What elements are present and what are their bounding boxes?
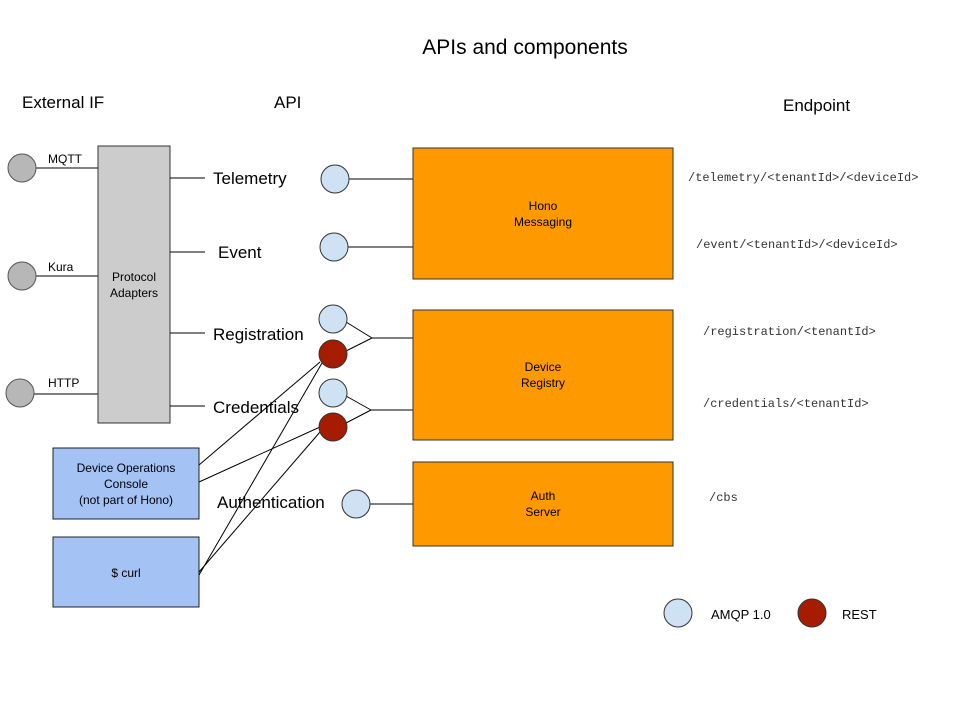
api-registration-label: Registration [213,325,304,344]
connector-line [345,321,373,339]
endpoint-cbs: /cbs [709,491,738,505]
device-registry-label-2: Registry [521,376,565,390]
endpoint-registration: /registration/<tenantId> [703,325,876,339]
header-endpoint: Endpoint [783,96,850,115]
event-amqp-circle-icon [319,232,349,262]
hono-messaging-box: Hono Messaging [412,147,674,280]
mqtt-label: MQTT [48,152,83,166]
legend-amqp-label: AMQP 1.0 [711,607,771,622]
telemetry-amqp-circle-icon [320,164,350,194]
hono-messaging-label-2: Messaging [514,215,572,229]
external-if-http: HTTP [5,376,98,408]
curl-box: $ curl [52,536,200,608]
credentials-rest-circle-icon [318,412,348,442]
device-registry-label-1: Device [525,360,562,374]
registration-amqp-circle-icon [318,304,348,334]
legend-rest-icon [797,598,827,628]
protocol-adapters-label-1: Protocol [112,270,156,284]
legend-amqp-icon [663,598,693,628]
external-if-mqtt: MQTT [7,152,98,183]
console-label-3: (not part of Hono) [79,493,173,507]
http-label: HTTP [48,376,79,390]
legend: AMQP 1.0 REST [663,598,877,628]
http-circle-icon [5,378,35,408]
header-api: API [274,93,301,112]
connector-line [198,426,321,483]
curl-label: $ curl [111,566,140,580]
auth-server-label-1: Auth [531,489,556,503]
kura-label: Kura [48,260,74,274]
auth-server-box: Auth Server [412,461,674,547]
hono-messaging-label-1: Hono [529,199,558,213]
protocol-adapters-box: Protocol Adapters [97,145,171,424]
endpoint-credentials: /credentials/<tenantId> [703,397,869,411]
external-if-kura: Kura [7,260,98,291]
api-credentials-label: Credentials [213,398,299,417]
registration-rest-circle-icon [318,339,348,369]
connector-line [198,361,321,466]
device-operations-console-box: Device Operations Console (not part of H… [52,447,200,520]
connector-line [198,431,321,573]
mqtt-circle-icon [7,153,37,183]
connector-line [345,395,372,411]
device-registry-box: Device Registry [412,309,674,441]
protocol-adapters-label-2: Adapters [110,286,158,300]
connector-line [345,409,372,424]
legend-rest-label: REST [842,607,877,622]
kura-circle-icon [7,261,37,291]
console-label-1: Device Operations [77,461,176,475]
endpoint-telemetry: /telemetry/<tenantId>/<deviceId> [688,171,918,185]
authentication-amqp-circle-icon [341,489,371,519]
diagram-title: APIs and components [422,36,627,59]
console-label-2: Console [104,477,148,491]
api-authentication-label: Authentication [217,493,325,512]
api-telemetry-label: Telemetry [213,169,287,188]
api-event-label: Event [218,243,262,262]
endpoint-event: /event/<tenantId>/<deviceId> [696,238,898,252]
auth-server-label-2: Server [525,505,560,519]
connector-line [345,337,373,352]
header-external-if: External IF [22,93,104,112]
credentials-amqp-circle-icon [318,378,348,408]
connector-line [198,362,323,576]
